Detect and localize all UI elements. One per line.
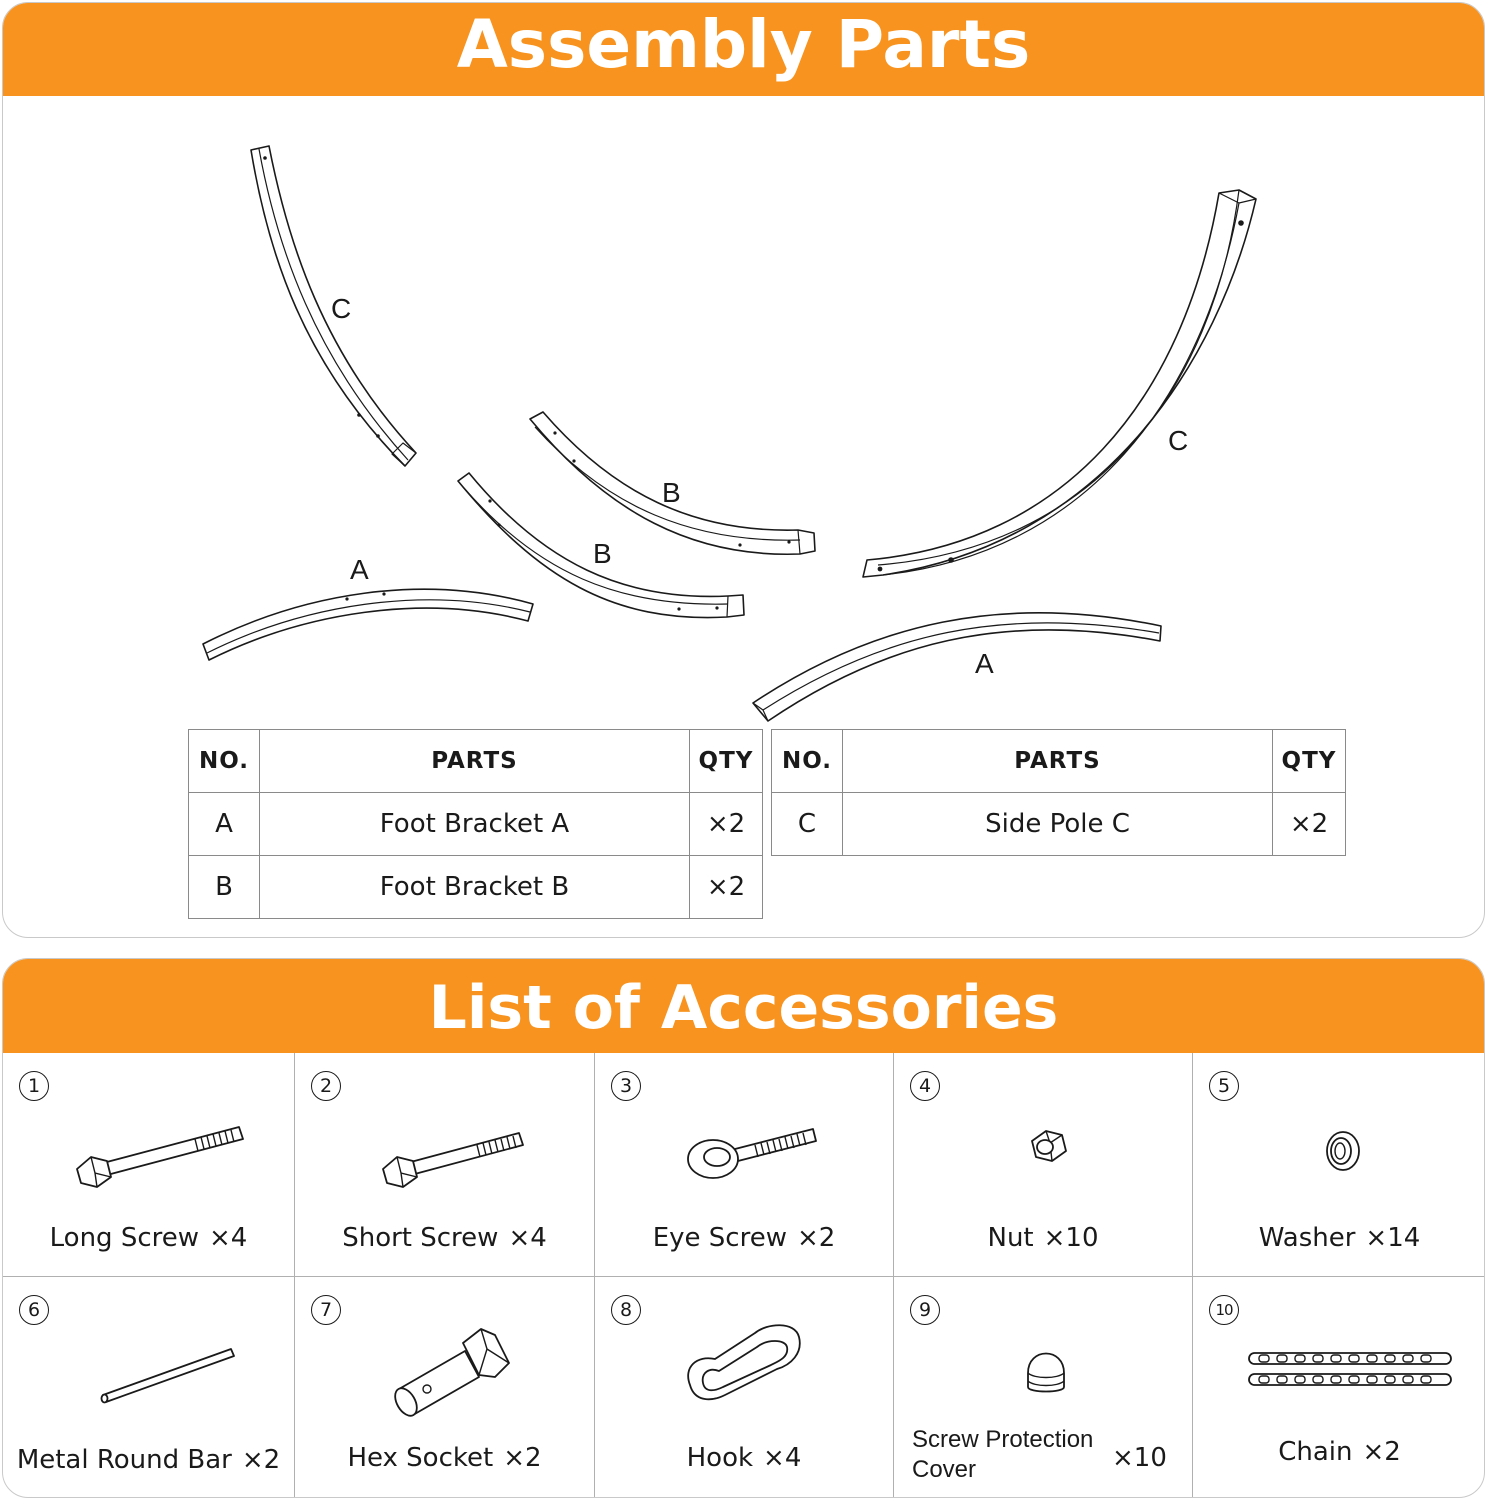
table-row: A Foot Bracket A ×2 (188, 792, 763, 856)
cell-qty: ×2 (689, 855, 763, 919)
accessory-label: Nut ×10 (894, 1223, 1192, 1253)
accessory-qty: ×4 (763, 1443, 802, 1473)
cell-part: Foot Bracket A (259, 792, 690, 856)
accessory-name: Hex Socket (347, 1443, 494, 1473)
assembly-parts-panel: Assembly Parts (2, 2, 1485, 938)
foot-bracket-a-right (752, 612, 1162, 722)
parts-table-right: NO. PARTS QTY C Side Pole C ×2 (771, 729, 1346, 856)
accessory-item-nut: 4 Nut ×10 (894, 1053, 1193, 1277)
cell-no: C (771, 792, 843, 856)
accessory-label: Hex Socket ×2 (295, 1443, 594, 1473)
piece-label-a: A (975, 648, 994, 679)
accessory-label: Chain ×2 (1193, 1437, 1484, 1467)
col-header-parts: PARTS (259, 729, 690, 793)
piece-label-a: A (350, 554, 369, 585)
accessory-item-eye-screw: 3 Eye Screw ×2 (595, 1053, 894, 1277)
accessory-name: Metal Round Bar (16, 1445, 232, 1475)
col-header-no: NO. (188, 729, 260, 793)
accessory-item-short-screw: 2 Short Screw ×4 (295, 1053, 595, 1277)
col-header-qty: QTY (1272, 729, 1346, 793)
accessory-name: Eye Screw (652, 1223, 787, 1253)
accessory-label: Washer ×14 (1193, 1223, 1484, 1253)
accessory-name: Nut (987, 1223, 1034, 1253)
item-number-badge: 7 (311, 1295, 341, 1325)
cell-qty: ×2 (689, 792, 763, 856)
accessory-name: Washer (1258, 1223, 1356, 1253)
nut-icon (1031, 1130, 1067, 1162)
accessory-name: Long Screw (49, 1223, 200, 1253)
table-header-row: NO. PARTS QTY (771, 729, 1346, 793)
accessory-item-hook: 8 Hook ×4 (595, 1277, 894, 1497)
accessories-panel: List of Accessories 1 Long Screw ×4 (2, 958, 1485, 1498)
table-header-row: NO. PARTS QTY (188, 729, 763, 793)
washer-icon (1326, 1131, 1360, 1171)
accessory-qty: ×10 (1112, 1443, 1167, 1473)
item-number-badge: 2 (311, 1071, 341, 1101)
accessory-name: Chain (1278, 1437, 1353, 1467)
table-row: C Side Pole C ×2 (771, 792, 1346, 856)
side-pole-c-left (250, 145, 417, 467)
accessory-label: Eye Screw ×2 (595, 1223, 893, 1253)
accessory-label: Short Screw ×4 (295, 1223, 594, 1253)
item-number-badge: 1 (19, 1071, 49, 1101)
long-screw-icon (76, 1126, 244, 1188)
accessory-qty: ×4 (209, 1223, 248, 1253)
foot-bracket-a-left (202, 588, 534, 661)
parts-drawing (202, 145, 1257, 722)
col-header-no: NO. (771, 729, 843, 793)
cell-part: Side Pole C (842, 792, 1273, 856)
accessory-item-screw-protection-cover: 9 Screw Protection Cover ×10 (894, 1277, 1193, 1497)
item-number-badge: 4 (910, 1071, 940, 1101)
piece-label-c: C (331, 293, 352, 324)
hook-icon (687, 1324, 801, 1401)
accessory-qty: ×10 (1043, 1223, 1099, 1253)
accessory-item-washer: 5 Washer ×14 (1193, 1053, 1484, 1277)
item-number-badge: 6 (19, 1295, 49, 1325)
screw-protection-cover-icon (1027, 1352, 1065, 1393)
item-number-badge: 3 (611, 1071, 641, 1101)
piece-label-b: B (593, 538, 612, 569)
accessory-label: Long Screw ×4 (3, 1223, 294, 1253)
accessories-title: List of Accessories (3, 959, 1484, 1053)
metal-round-bar-icon (100, 1348, 235, 1404)
piece-label-b: B (662, 477, 681, 508)
accessory-item-long-screw: 1 Long Screw ×4 (3, 1053, 295, 1277)
accessory-item-chain: 10 Chain ×2 (1193, 1277, 1484, 1497)
accessory-item-metal-round-bar: 6 Metal Round Bar ×2 (3, 1277, 295, 1497)
cell-no: A (188, 792, 260, 856)
accessory-qty: ×2 (1362, 1437, 1401, 1467)
accessories-grid: 1 Long Screw ×4 2 (3, 1053, 1484, 1497)
accessory-name: Screw Protection Cover (912, 1426, 1094, 1483)
cell-qty: ×2 (1272, 792, 1346, 856)
accessory-qty: ×2 (503, 1443, 542, 1473)
eye-screw-icon (687, 1128, 817, 1179)
item-number-badge: 9 (910, 1295, 940, 1325)
item-number-badge: 8 (611, 1295, 641, 1325)
side-pole-c-right (862, 189, 1257, 578)
col-header-parts: PARTS (842, 729, 1273, 793)
accessory-qty: ×4 (508, 1223, 547, 1253)
accessory-item-hex-socket: 7 Hex Socket ×2 (295, 1277, 595, 1497)
accessory-label: Hook ×4 (595, 1443, 893, 1473)
accessory-label: Metal Round Bar ×2 (3, 1445, 294, 1475)
chain-icon (1248, 1352, 1452, 1386)
accessory-name: Hook (686, 1443, 754, 1473)
col-header-qty: QTY (689, 729, 763, 793)
item-number-badge: 5 (1209, 1071, 1239, 1101)
parts-table-left: NO. PARTS QTY A Foot Bracket A ×2 B Foot… (188, 729, 763, 919)
item-number-badge: 10 (1209, 1295, 1239, 1325)
accessory-qty: ×14 (1365, 1223, 1421, 1253)
cell-no: B (188, 855, 260, 919)
assembly-parts-title: Assembly Parts (3, 3, 1484, 96)
hex-socket-icon (394, 1328, 510, 1417)
accessory-qty: ×2 (241, 1445, 281, 1475)
foot-bracket-b-upper (529, 411, 816, 556)
short-screw-icon (382, 1132, 524, 1188)
accessory-qty: ×2 (796, 1223, 836, 1253)
table-row: B Foot Bracket B ×2 (188, 855, 763, 919)
accessory-name: Short Screw (342, 1223, 499, 1253)
cell-part: Foot Bracket B (259, 855, 690, 919)
piece-label-c: C (1168, 425, 1189, 456)
foot-bracket-b-lower (457, 472, 745, 619)
